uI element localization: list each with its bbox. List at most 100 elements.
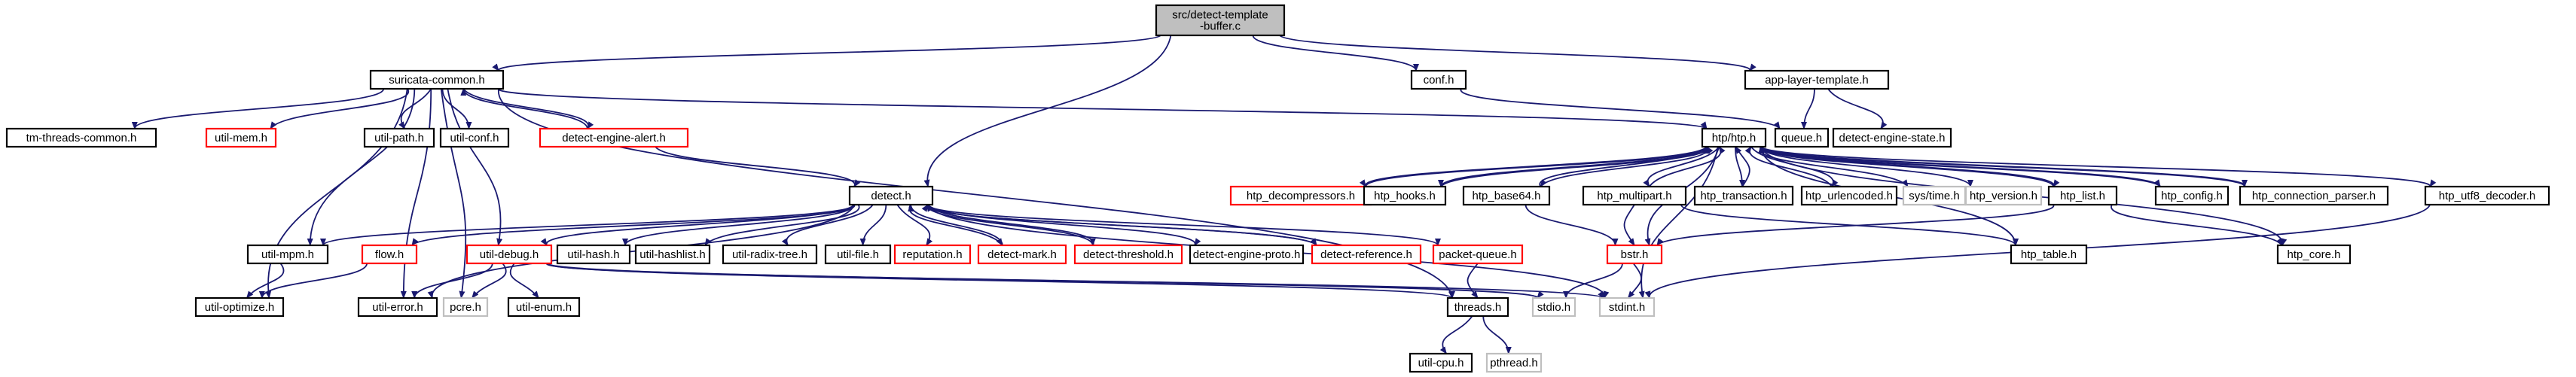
node-util-radix-tree[interactable]: util-radix-tree.h bbox=[722, 244, 818, 265]
node-htp_table[interactable]: htp_table.h bbox=[2010, 244, 2088, 265]
edge-htp_multipart-to-bstr bbox=[1623, 204, 1635, 246]
node-label-util-cpu: util-cpu.h bbox=[1418, 357, 1464, 369]
edge-detect-to-packet-queue bbox=[927, 204, 1441, 246]
edge-suricata-common-to-util-debug bbox=[447, 88, 503, 246]
node-detect-engine-alert[interactable]: detect-engine-alert.h bbox=[539, 127, 689, 148]
node-box-htp_multipart bbox=[1582, 185, 1687, 206]
node-threads[interactable]: threads.h bbox=[1446, 296, 1509, 318]
edge-threads-to-pthread bbox=[1482, 315, 1512, 354]
node-flow[interactable]: flow.h bbox=[361, 244, 418, 265]
node-util-file[interactable]: util-file.h bbox=[824, 244, 892, 265]
node-box-detect-engine-alert bbox=[539, 127, 689, 148]
node-label-detect-engine-proto: detect-engine-proto.h bbox=[1193, 248, 1301, 261]
node-box-htp_hooks bbox=[1363, 185, 1447, 206]
edge-detect-to-util-hash bbox=[622, 204, 855, 246]
edge-suricata-common-to-htp bbox=[498, 88, 1708, 129]
node-detect-threshold[interactable]: detect-threshold.h bbox=[1073, 244, 1183, 265]
edge-htp_transaction-to-htp bbox=[1735, 146, 1750, 187]
edge-suricata-common-to-util-conf bbox=[441, 88, 472, 129]
node-detect-reference[interactable]: detect-reference.h bbox=[1311, 244, 1422, 265]
node-box-htp_urlencoded bbox=[1800, 185, 1898, 206]
node-label-detect-reference: detect-reference.h bbox=[1320, 248, 1412, 261]
node-box-stdio bbox=[1531, 296, 1576, 318]
node-detect-engine-proto[interactable]: detect-engine-proto.h bbox=[1189, 244, 1305, 265]
node-htp[interactable]: htp/htp.h bbox=[1701, 127, 1767, 148]
node-box-util-conf bbox=[439, 127, 510, 148]
node-pcre: pcre.h bbox=[442, 296, 489, 318]
node-tm-threads-common[interactable]: tm-threads-common.h bbox=[5, 127, 157, 148]
node-htp_urlencoded[interactable]: htp_urlencoded.h bbox=[1800, 185, 1898, 206]
node-reputation[interactable]: reputation.h bbox=[893, 244, 972, 265]
node-label-util-mpm: util-mpm.h bbox=[261, 248, 314, 261]
node-conf[interactable]: conf.h bbox=[1410, 69, 1467, 90]
node-app-layer-template[interactable]: app-layer-template.h bbox=[1744, 69, 1890, 90]
node-box-detect-engine-proto bbox=[1189, 244, 1305, 265]
node-label-util-hashlist: util-hashlist.h bbox=[639, 248, 706, 261]
node-label-htp_urlencoded: htp_urlencoded.h bbox=[1805, 190, 1893, 202]
edge-detect-to-util-radix-tree bbox=[781, 204, 874, 246]
node-util-debug[interactable]: util-debug.h bbox=[465, 244, 553, 265]
node-htp_base64[interactable]: htp_base64.h bbox=[1462, 185, 1551, 206]
node-util-enum[interactable]: util-enum.h bbox=[507, 296, 581, 318]
node-packet-queue[interactable]: packet-queue.h bbox=[1432, 244, 1524, 265]
edge-htp-to-htp_utf8_decoder bbox=[1760, 146, 2437, 187]
node-label-tm-threads-common: tm-threads-common.h bbox=[26, 132, 137, 144]
node-htp_connection_parser[interactable]: htp_connection_parser.h bbox=[2239, 185, 2389, 206]
node-box-htp_decompressors bbox=[1229, 185, 1372, 206]
node-box-util-optimize bbox=[194, 296, 285, 318]
node-box-stdint bbox=[1598, 296, 1656, 318]
node-queue[interactable]: queue.h bbox=[1774, 127, 1830, 148]
node-htp_hooks[interactable]: htp_hooks.h bbox=[1363, 185, 1447, 206]
node-box-pcre bbox=[442, 296, 489, 318]
node-label-detect: detect.h bbox=[871, 190, 911, 202]
node-suricata-common[interactable]: suricata-common.h bbox=[369, 69, 505, 90]
node-box-util-mpm bbox=[246, 244, 329, 265]
node-htp_multipart[interactable]: htp_multipart.h bbox=[1582, 185, 1687, 206]
node-label-detect-mark: detect-mark.h bbox=[987, 248, 1057, 261]
node-detect[interactable]: detect.h bbox=[848, 185, 934, 206]
edge-detect-reference-to-detect bbox=[921, 204, 1317, 246]
node-label-htp_decompressors: htp_decompressors.h bbox=[1247, 190, 1355, 202]
edge-util-debug-to-util-error bbox=[411, 263, 493, 299]
node-util-mpm[interactable]: util-mpm.h bbox=[246, 244, 329, 265]
node-util-cpu[interactable]: util-cpu.h bbox=[1409, 352, 1473, 373]
node-util-path[interactable]: util-path.h bbox=[363, 127, 435, 148]
node-htp_utf8_decoder[interactable]: htp_utf8_decoder.h bbox=[2424, 185, 2550, 206]
edge-suricata-common-to-tm-threads-common bbox=[131, 88, 385, 129]
edge-htp_config-to-htp bbox=[1758, 146, 2161, 187]
node-box-htp_table bbox=[2010, 244, 2088, 265]
node-box-packet-queue bbox=[1432, 244, 1524, 265]
edge-util-debug-to-threads bbox=[546, 263, 1455, 299]
node-box-util-cpu bbox=[1409, 352, 1473, 373]
node-util-hashlist[interactable]: util-hashlist.h bbox=[634, 244, 711, 265]
node-htp_decompressors[interactable]: htp_decompressors.h bbox=[1229, 185, 1372, 206]
node-util-hash[interactable]: util-hash.h bbox=[556, 244, 631, 265]
node-label-detect-engine-alert: detect-engine-alert.h bbox=[562, 132, 666, 144]
node-detect-mark[interactable]: detect-mark.h bbox=[977, 244, 1067, 265]
node-label-flow: flow.h bbox=[375, 248, 404, 261]
node-box-util-debug bbox=[465, 244, 553, 265]
node-label-util-enum: util-enum.h bbox=[516, 301, 572, 314]
node-label-conf: conf.h bbox=[1424, 74, 1454, 87]
node-htp_transaction[interactable]: htp_transaction.h bbox=[1693, 185, 1794, 206]
node-util-mem[interactable]: util-mem.h bbox=[205, 127, 277, 148]
node-htp_list[interactable]: htp_list.h bbox=[2047, 185, 2118, 206]
node-detect-engine-state[interactable]: detect-engine-state.h bbox=[1832, 127, 1952, 148]
node-htp_core[interactable]: htp_core.h bbox=[2276, 244, 2352, 265]
node-label-app-layer-template: app-layer-template.h bbox=[1765, 74, 1869, 87]
node-label-htp_base64: htp_base64.h bbox=[1473, 190, 1541, 202]
node-root[interactable]: src/detect-template-buffer.c bbox=[1155, 4, 1286, 37]
node-box-htp_core bbox=[2276, 244, 2352, 265]
node-util-optimize[interactable]: util-optimize.h bbox=[194, 296, 285, 318]
node-box-htp_transaction bbox=[1693, 185, 1794, 206]
node-box-conf bbox=[1410, 69, 1467, 90]
node-box-util-file bbox=[824, 244, 892, 265]
node-bstr[interactable]: bstr.h bbox=[1606, 244, 1663, 265]
node-stdio: stdio.h bbox=[1531, 296, 1576, 318]
edge-suricata-common-to-util-mem bbox=[270, 88, 410, 129]
node-util-error[interactable]: util-error.h bbox=[357, 296, 438, 318]
node-label-stdint: stdint.h bbox=[1609, 301, 1645, 314]
node-htp_config[interactable]: htp_config.h bbox=[2154, 185, 2230, 206]
node-label-pcre: pcre.h bbox=[450, 301, 481, 314]
node-util-conf[interactable]: util-conf.h bbox=[439, 127, 510, 148]
